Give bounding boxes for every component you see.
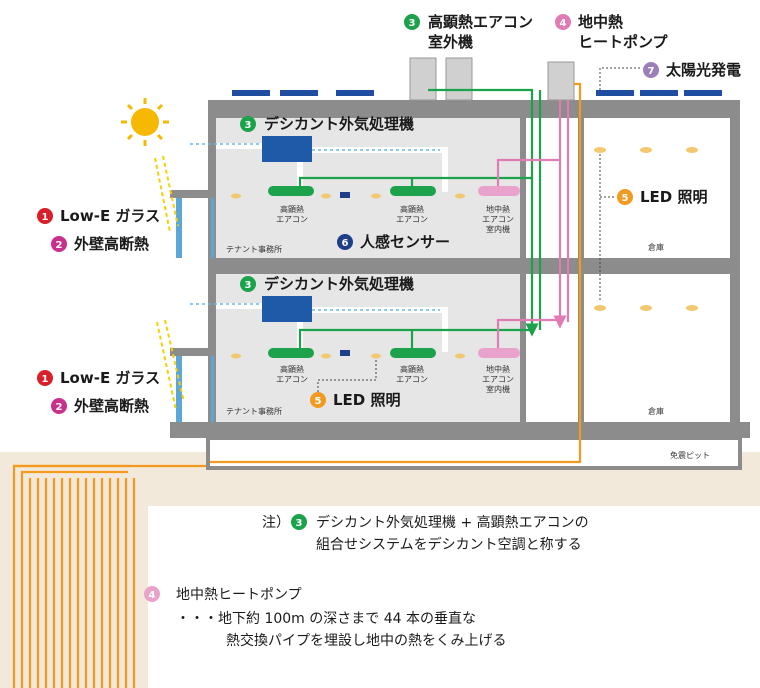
sun-icon <box>121 98 169 146</box>
geothermal-pipes <box>12 464 210 688</box>
badge-3-upper: 3 <box>245 120 252 131</box>
refrigerant-lines <box>298 88 542 348</box>
led-leader-right <box>599 154 616 300</box>
heat-pump-label-1: 地中熱 <box>578 13 623 31</box>
insul-label-lower: 外壁高断熱 <box>73 397 149 415</box>
ac-label-upper-right-2: エアコン <box>396 215 428 224</box>
glass-label-lower: Low-E ガラス <box>60 369 160 387</box>
desiccant-unit-lower <box>262 296 312 322</box>
led-label-right: LED 照明 <box>640 188 707 206</box>
badge-3-top: 3 <box>409 18 416 29</box>
note-line-2: 組合せシステムをデシカント空調と称する <box>316 536 582 553</box>
led-leader-lower <box>317 360 377 392</box>
ac-label-upper-right-1: 高顕熱 <box>400 204 424 214</box>
solar-label: 太陽光発電 <box>666 61 741 79</box>
ac-label-lower-left-2: エアコン <box>276 375 308 384</box>
note-badge-3: 3 <box>296 518 303 529</box>
insul-label-upper: 外壁高断熱 <box>73 235 149 253</box>
badge-1-upper: 1 <box>42 212 49 223</box>
desiccant-label-lower: デシカント外気処理機 <box>264 275 414 293</box>
geo-label-lower-3: 室内機 <box>486 384 510 394</box>
geo-label-lower-1: 地中熱 <box>486 364 510 374</box>
hp-line-2: 熱交換パイプを埋設し地中の熱をくみ上げる <box>226 632 507 649</box>
indoor-acs <box>268 186 436 358</box>
ac-label-upper-left-1: 高顕熱 <box>280 204 304 214</box>
badge-5-right: 5 <box>622 193 629 204</box>
motion-sensor <box>340 192 350 198</box>
solar-leader <box>599 67 642 90</box>
geo-label-upper-2: エアコン <box>482 215 514 224</box>
warehouse-label-lower: 倉庫 <box>648 406 664 416</box>
geo-label-upper-1: 地中熱 <box>486 204 510 214</box>
heat-pump-label-2: ヒートポンプ <box>578 33 669 51</box>
glass-label-upper: Low-E ガラス <box>60 207 160 225</box>
sensor-label: 人感センサー <box>360 233 450 251</box>
hp-line-1: ・・・地下約 100m の深さまで 44 本の垂直な <box>176 610 476 627</box>
solar-panels <box>232 90 722 96</box>
warehouse-label-upper: 倉庫 <box>648 242 664 252</box>
badge-2-upper: 2 <box>56 240 63 251</box>
geo-label-upper-3: 室内機 <box>486 224 510 234</box>
info-panel <box>148 506 760 688</box>
motion-sensor-lower <box>340 350 350 356</box>
led-lights <box>231 147 698 359</box>
desiccant-label-upper: デシカント外気処理機 <box>264 115 414 133</box>
ac-label-lower-right-2: エアコン <box>396 375 428 384</box>
geo-label-lower-2: エアコン <box>482 375 514 384</box>
office-label-upper: テナント事務所 <box>226 244 282 254</box>
badge-6: 6 <box>342 238 349 249</box>
led-label-lower: LED 照明 <box>333 391 400 409</box>
ac-label-lower-left-1: 高顕熱 <box>280 364 304 374</box>
geothermal-supply <box>210 82 582 464</box>
note-prefix: 注） <box>262 515 290 531</box>
note-line-1: デシカント外気処理機 + 高顕熱エアコンの <box>316 514 589 531</box>
sun-rays <box>154 155 185 411</box>
outdoor-units <box>409 57 575 101</box>
ac-label-upper-left-2: エアコン <box>276 215 308 224</box>
geothermal-loop <box>496 100 570 348</box>
badge-2-lower: 2 <box>56 402 63 413</box>
badge-7: 7 <box>648 66 655 77</box>
badge-4-top: 4 <box>560 18 567 29</box>
air-arrows <box>190 143 440 311</box>
office-label-lower: テナント事務所 <box>226 406 282 416</box>
note-badge-4: 4 <box>149 590 156 601</box>
badge-1-lower: 1 <box>42 374 49 385</box>
outdoor-ac-label-2: 室外機 <box>428 33 473 51</box>
desiccant-unit-upper <box>262 136 312 162</box>
pit-label: 免震ピット <box>670 450 710 460</box>
badge-5-lower: 5 <box>315 396 322 407</box>
hp-title: 地中熱ヒートポンプ <box>176 587 302 603</box>
ac-label-lower-right-1: 高顕熱 <box>400 364 424 374</box>
badge-3-lower: 3 <box>245 280 252 291</box>
outdoor-ac-label-1: 高顕熱エアコン <box>428 13 533 31</box>
geo-indoor-units <box>478 186 520 358</box>
